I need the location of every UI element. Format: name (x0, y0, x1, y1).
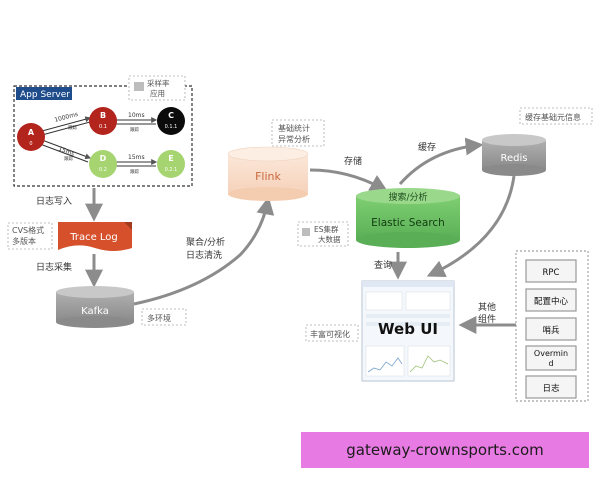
edge-label-de: 15ms (128, 154, 145, 161)
label-aggregate-1: 聚合/分析 (186, 236, 225, 248)
es-note: ES集群 大数据 (297, 221, 349, 247)
rich-vis-note: 丰富可视化 (305, 324, 359, 342)
trace-log-node: Trace Log (58, 222, 132, 251)
svg-text:哨兵: 哨兵 (542, 325, 560, 336)
svg-text:缓存基础元信息: 缓存基础元信息 (525, 112, 581, 122)
label-other-1: 其他 (478, 301, 496, 313)
arrow-kafka-flink (133, 196, 275, 306)
component-log: 日志 (525, 375, 577, 399)
svg-text:丰富可视化: 丰富可视化 (310, 329, 350, 339)
component-rpc: RPC (525, 259, 577, 283)
label-other-2: 组件 (478, 313, 496, 325)
sampling-icon (134, 82, 144, 91)
label-aggregate-2: 日志清洗 (186, 249, 222, 261)
app-server-title: App Server (20, 90, 70, 100)
svg-text:0.2: 0.2 (99, 167, 107, 173)
svg-text:C: C (168, 111, 174, 120)
svg-text:Elastic Search: Elastic Search (371, 217, 445, 229)
flink-cylinder: Flink (227, 146, 309, 201)
svg-text:ES集群: ES集群 (314, 224, 339, 234)
kafka-cylinder: Kafka (56, 286, 134, 328)
svg-text:基础统计: 基础统计 (278, 123, 310, 133)
arrow-es-redis (398, 137, 484, 185)
svg-text:0: 0 (29, 141, 32, 147)
edge-sub-de: 跟踪 (130, 168, 139, 175)
watermark-banner: gateway-crownsports.com (301, 432, 589, 468)
label-log-collect: 日志采集 (36, 261, 72, 273)
flink-note: 基础统计 异常分析 (271, 119, 325, 147)
svg-text:E: E (168, 154, 173, 163)
svg-text:Overmin: Overmin (534, 349, 568, 358)
edge-sub-bc: 跟踪 (130, 126, 139, 133)
svg-text:多环境: 多环境 (147, 313, 171, 323)
svg-text:异常分析: 异常分析 (278, 134, 310, 144)
svg-text:d: d (548, 359, 553, 368)
svg-text:0.1: 0.1 (99, 124, 107, 130)
label-storage: 存储 (344, 155, 362, 167)
node-c: C 0.1.1 (157, 107, 185, 135)
svg-text:配置中心: 配置中心 (534, 296, 569, 307)
svg-text:CVS格式: CVS格式 (12, 225, 44, 235)
edge-sub-ab: 跟踪 (68, 124, 77, 131)
arrow-flink-es (309, 168, 389, 192)
svg-text:B: B (100, 111, 106, 120)
component-config-center: 配置中心 (525, 288, 577, 312)
svg-text:Flink: Flink (255, 170, 281, 183)
edge-sub-ad: 跟踪 (64, 155, 73, 162)
component-overmind: Overmin d (525, 345, 577, 371)
component-sentinel: 哨兵 (525, 317, 577, 341)
arrow-redis-webui (426, 175, 516, 278)
svg-text:Trace Log: Trace Log (69, 232, 118, 243)
web-ui-panel: Web UI (361, 280, 455, 382)
svg-text:0.2.1: 0.2.1 (165, 167, 178, 173)
sampling-note-line1: 采样率 (147, 78, 170, 88)
sampling-note-line2: 应用 (150, 88, 165, 98)
svg-text:A: A (28, 128, 35, 137)
svg-text:Kafka: Kafka (81, 306, 109, 317)
redis-cylinder: Redis (482, 134, 546, 176)
multi-env-note: 多环境 (141, 308, 187, 326)
web-ui-title: Web UI (378, 320, 438, 338)
cvs-note: CVS格式 多版本 (7, 222, 53, 250)
label-cache: 缓存 (418, 141, 436, 153)
svg-text:Redis: Redis (501, 153, 528, 164)
svg-text:日志: 日志 (542, 383, 560, 394)
svg-text:RPC: RPC (543, 268, 560, 278)
svg-text:搜索/分析: 搜索/分析 (388, 191, 427, 203)
label-query: 查询 (374, 259, 392, 271)
label-log-write: 日志写入 (36, 195, 72, 207)
sampling-note: 采样率 应用 (128, 75, 186, 101)
svg-text:大数据: 大数据 (318, 234, 341, 244)
node-e: E 0.2.1 (157, 150, 185, 178)
node-d: D 0.2 (89, 150, 117, 178)
es-cylinder: 搜索/分析 Elastic Search (356, 188, 460, 248)
svg-text:D: D (100, 154, 107, 163)
es-note-icon (302, 228, 310, 236)
redis-note: 缓存基础元信息 (519, 107, 593, 125)
edge-label-bc: 10ms (128, 112, 145, 119)
app-server-header (16, 87, 72, 100)
node-a: A 0 (17, 123, 45, 151)
svg-text:多版本: 多版本 (12, 236, 36, 246)
components-box: RPC 配置中心 哨兵 Overmin d 日志 (515, 250, 589, 402)
svg-text:0.1.1: 0.1.1 (165, 124, 178, 130)
node-b: B 0.1 (89, 107, 117, 135)
